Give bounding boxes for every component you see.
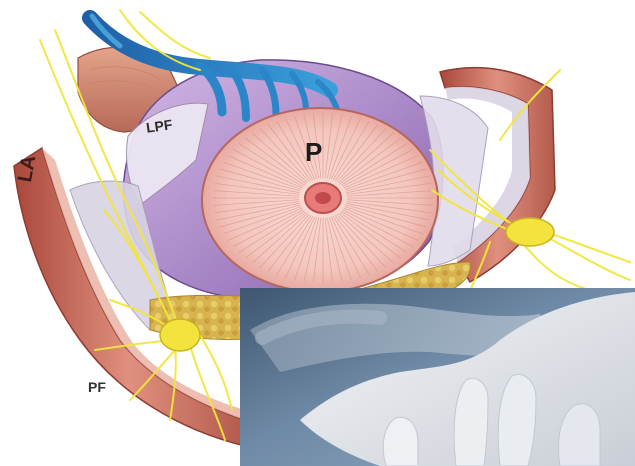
gloved-hand-photo [240,288,635,466]
label-p: P [305,137,322,168]
label-pf: PF [88,379,106,395]
nerve-ganglion-right [506,218,554,246]
nerve-ganglion-left [160,319,200,351]
label-la: LA [14,154,41,184]
